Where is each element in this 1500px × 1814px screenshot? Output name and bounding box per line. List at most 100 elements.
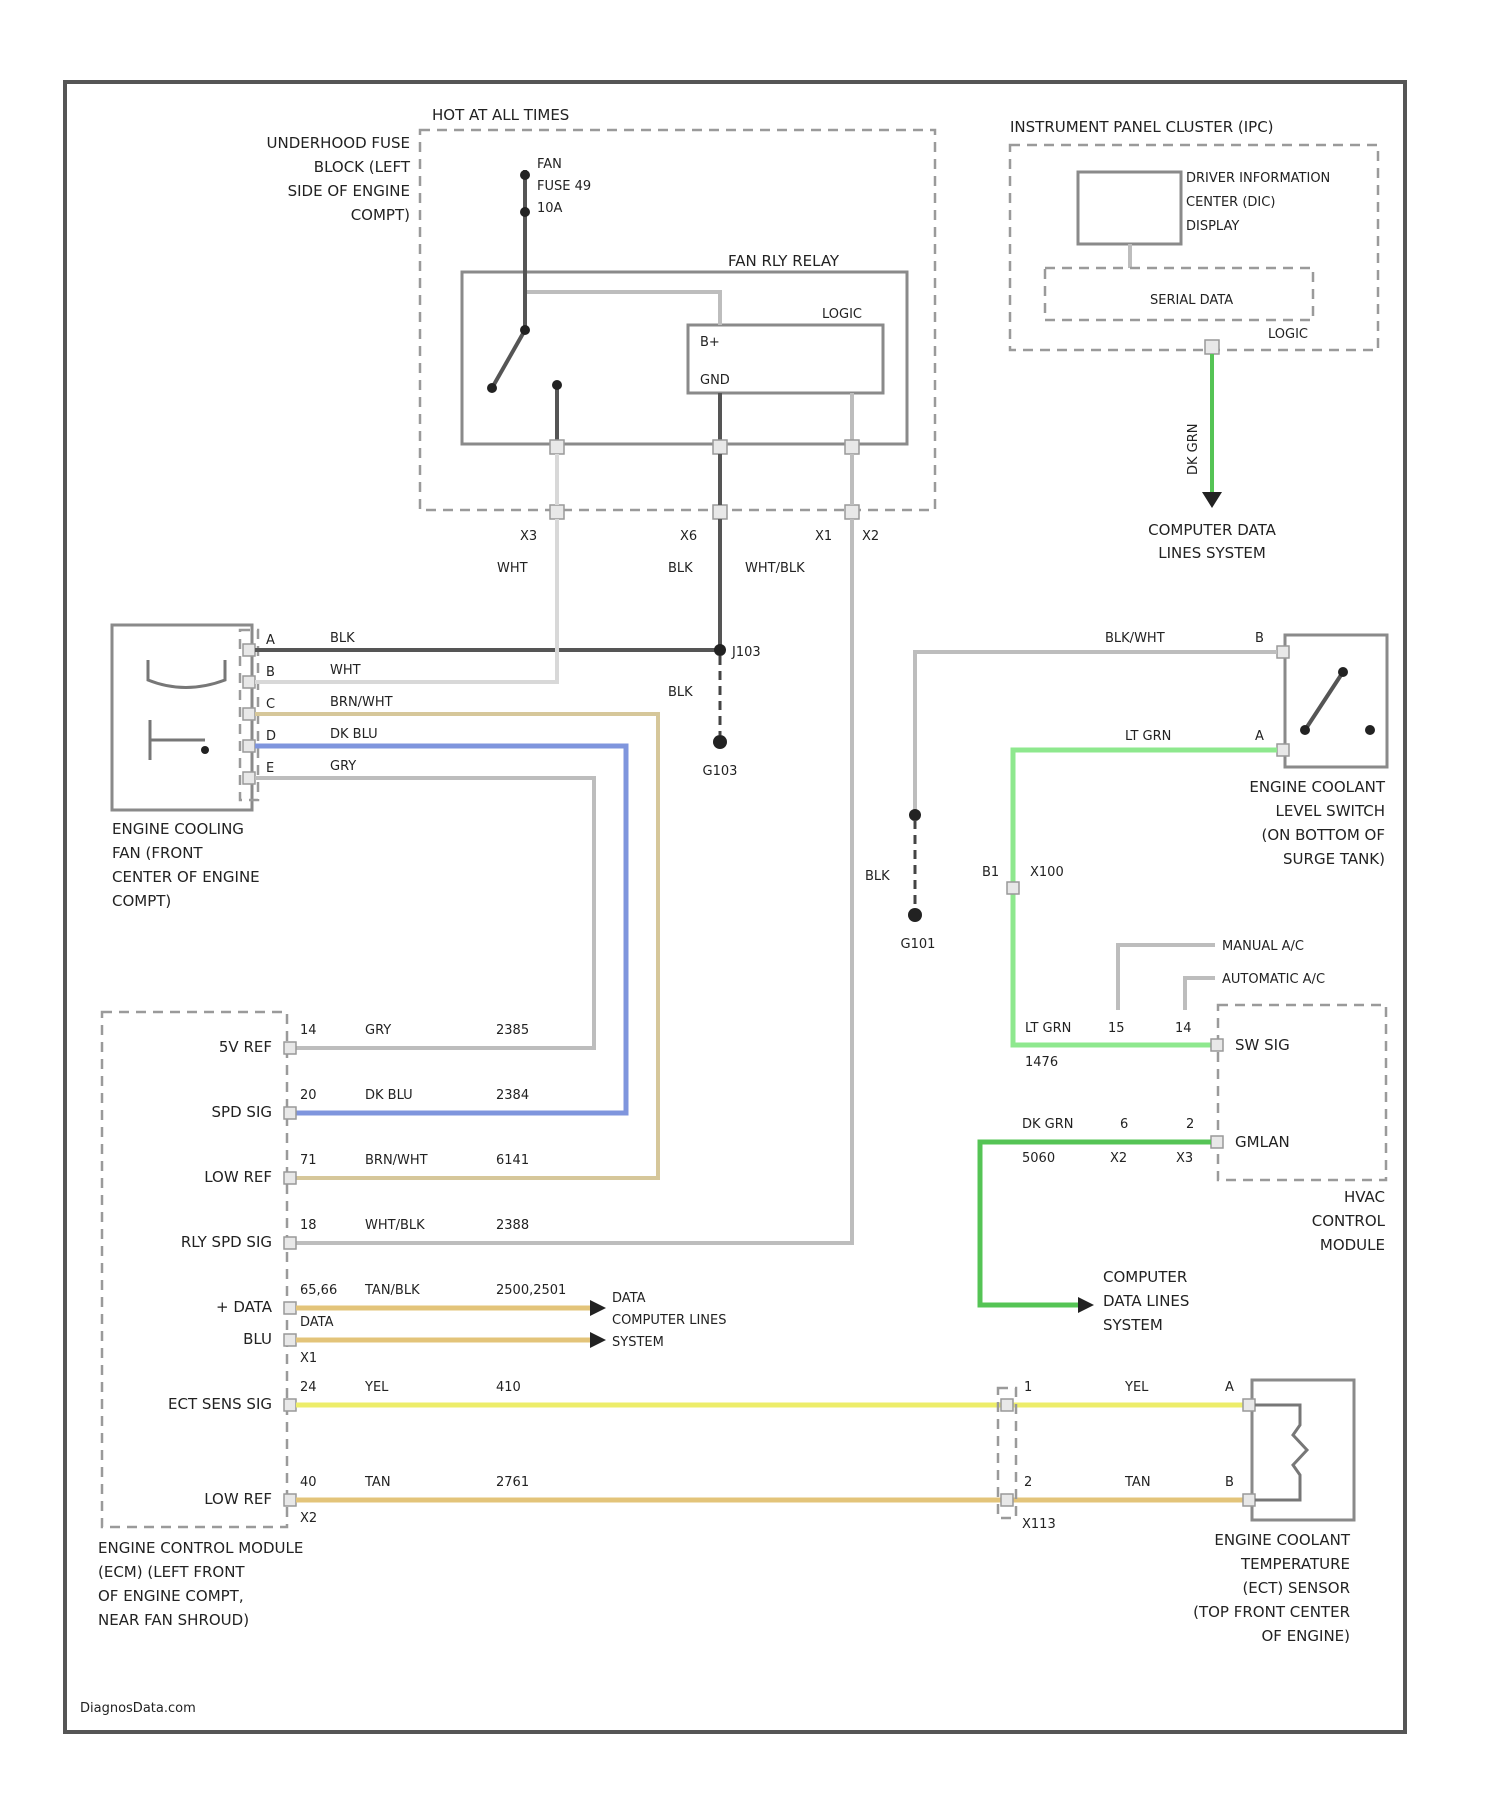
ipc-wire-label: DK GRN — [1186, 424, 1201, 476]
relay-bplus-label: B+ — [700, 335, 720, 350]
ecm-pin-rlyspd — [284, 1237, 296, 1249]
fan-pin-b — [243, 676, 255, 688]
ect-name-1: ENGINE COOLANT — [1214, 1531, 1350, 1549]
splice-j103-label: J103 — [731, 645, 761, 660]
relay-switch-arm — [492, 330, 525, 388]
fan-wire-b-label: WHT — [330, 663, 361, 678]
ecm-lowref2-circuit: 2761 — [496, 1475, 529, 1490]
level-switch-dot-2 — [1300, 725, 1310, 735]
hvac-circuit-data-label: 5060 — [1022, 1151, 1055, 1166]
ipc-data-arrow — [1202, 492, 1222, 508]
wire-fan-c-brnwht — [255, 714, 658, 1178]
ect-sensor-pin-a-label: A — [1225, 1380, 1234, 1395]
diagram-frame — [65, 82, 1405, 1732]
ecm-ect-pin: 24 — [300, 1380, 317, 1395]
relay-gnd-label: GND — [700, 373, 730, 388]
wire-relay-whtblk — [292, 519, 852, 1243]
fuse-label-1: FAN — [537, 157, 562, 172]
ecm-ect-circuit: 410 — [496, 1380, 521, 1395]
relay-wire-blk-label: BLK — [668, 561, 693, 576]
ecm-lowref2-pin: 40 — [300, 1475, 317, 1490]
hvac-wire-data-label: DK GRN — [1022, 1117, 1074, 1132]
hvac-name-1: HVAC — [1344, 1188, 1385, 1206]
x100-connector-pin — [1007, 882, 1019, 894]
x100-label: X100 — [1030, 865, 1064, 880]
ect-inline-2-label: 2 — [1024, 1475, 1032, 1490]
level-gnd-wire-label: BLK — [865, 869, 890, 884]
ground-g103-label: G103 — [703, 764, 738, 779]
ect-inline-connector-label: X113 — [1022, 1517, 1056, 1532]
hvac-sw-sig-label: SW SIG — [1235, 1036, 1290, 1054]
ecm-name-4: NEAR FAN SHROUD) — [98, 1611, 249, 1629]
splice-j103 — [714, 644, 726, 656]
hvac-auto-label: AUTOMATIC A/C — [1222, 972, 1325, 987]
level-switch-pin-b — [1277, 646, 1289, 658]
level-switch-dot-1 — [1338, 667, 1348, 677]
fuse-block-name-3: SIDE OF ENGINE — [288, 182, 410, 200]
ecm-row-0-circuit: 2385 — [496, 1023, 529, 1038]
hvac-pin-gmlan — [1211, 1136, 1223, 1148]
fan-pin-b-label: B — [266, 665, 275, 680]
fan-relay-label: FAN RLY RELAY — [728, 252, 840, 270]
ecm-row-0-pin: 14 — [300, 1023, 317, 1038]
fan-pin-e — [243, 772, 255, 784]
dic-label-2: CENTER (DIC) — [1186, 195, 1275, 210]
fan-pin-e-label: E — [266, 761, 274, 776]
level-switch-arm — [1305, 672, 1343, 730]
ecm-row-1-label: SPD SIG — [212, 1103, 272, 1121]
ecm-x1-label: X1 — [300, 1351, 317, 1366]
fan-name-1: ENGINE COOLING — [112, 820, 244, 838]
ecm-pin-5vref — [284, 1042, 296, 1054]
ecm-name-1: ENGINE CONTROL MODULE — [98, 1539, 303, 1557]
hvac-pin-x3-label: X3 — [1176, 1151, 1193, 1166]
ect-wire-yel-label: YEL — [1124, 1380, 1149, 1395]
hvac-data-arrow — [1078, 1297, 1094, 1313]
relay-logic-label: LOGIC — [822, 307, 862, 322]
hot-at-all-times-label: HOT AT ALL TIMES — [432, 106, 569, 124]
hvac-pin-swsig — [1211, 1039, 1223, 1051]
ecm-row-1-color: DK BLU — [365, 1088, 413, 1103]
relay-pin-1 — [550, 440, 564, 454]
relay-pin-2 — [713, 440, 727, 454]
ipc-serial-data-label: SERIAL DATA — [1150, 293, 1233, 308]
fan-pin-a — [243, 644, 255, 656]
fuseblock-pin-x1 — [845, 505, 859, 519]
level-switch-dot-3 — [1365, 725, 1375, 735]
ipc-pin — [1205, 340, 1219, 354]
fan-pin-d — [243, 740, 255, 752]
ecm-row-3-pin: 18 — [300, 1218, 317, 1233]
ipc-title: INSTRUMENT PANEL CLUSTER (IPC) — [1010, 118, 1274, 136]
ect-wire-tan-label: TAN — [1124, 1475, 1151, 1490]
level-switch-wire-b-label: BLK/WHT — [1105, 631, 1165, 646]
fuse-label-2: FUSE 49 — [537, 179, 591, 194]
ecm-row-3-circuit: 2388 — [496, 1218, 529, 1233]
ecm-row-1-circuit: 2384 — [496, 1088, 529, 1103]
hvac-pin-2-label: 2 — [1186, 1117, 1194, 1132]
ecm-row-3-color: WHT/BLK — [365, 1218, 425, 1233]
relay-pivot-dot — [520, 325, 530, 335]
fuse-block-name-1: UNDERHOOD FUSE — [267, 134, 410, 152]
fan-pin-d-label: D — [266, 729, 276, 744]
ecm-pin-data-plus — [284, 1302, 296, 1314]
splice-wire-label: BLK — [668, 685, 693, 700]
ecm-data-pins: 65,66 — [300, 1283, 337, 1298]
ground-g103-symbol — [713, 735, 727, 749]
ecm-row-2-circuit: 6141 — [496, 1153, 529, 1168]
ect-sensor-pin-b — [1243, 1494, 1255, 1506]
fan-relay-box — [462, 272, 907, 444]
fuse-dot-top — [520, 170, 530, 180]
hvac-pin-x2-label: X2 — [1110, 1151, 1127, 1166]
ecm-row-1-pin: 20 — [300, 1088, 317, 1103]
hvac-name-3: MODULE — [1320, 1236, 1385, 1254]
level-switch-wire-a-label: LT GRN — [1125, 729, 1171, 744]
ecm-row-0-color: GRY — [365, 1023, 391, 1038]
ecm-pin-spdsig — [284, 1107, 296, 1119]
pin-x1-label: X1 — [815, 529, 832, 544]
wire-fan-e-gry — [255, 778, 594, 1048]
hvac-pin-6-label: 6 — [1120, 1117, 1128, 1132]
level-switch-name-1: ENGINE COOLANT — [1249, 778, 1385, 796]
hvac-dest-1: COMPUTER — [1103, 1268, 1187, 1286]
x100-pin-label: B1 — [982, 865, 999, 880]
fan-wire-d-label: DK BLU — [330, 727, 378, 742]
